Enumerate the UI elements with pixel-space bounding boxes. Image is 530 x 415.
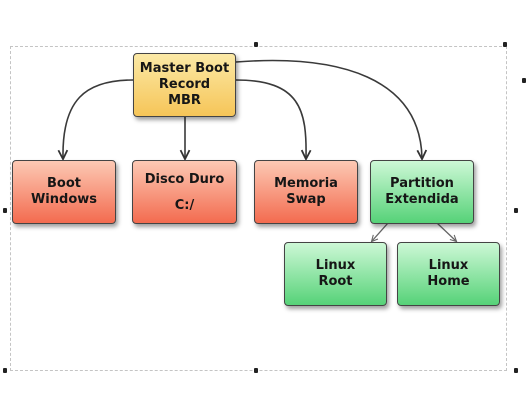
node-disco-duro[interactable]: Disco Duro C:/ — [132, 160, 237, 224]
node-master-boot-record-label: Master Boot Record MBR — [139, 61, 230, 108]
edge-partition-to-linux-home — [436, 222, 456, 241]
resize-handle-right-upper[interactable] — [522, 78, 526, 83]
node-linux-home-label: Linux Home — [427, 258, 470, 289]
edge-root-to-partition-extendida — [235, 59, 422, 158]
node-partition-extendida[interactable]: Partition Extendida — [370, 160, 474, 224]
node-boot-windows-label: Boot Windows — [30, 176, 98, 207]
node-boot-windows[interactable]: Boot Windows — [12, 160, 116, 224]
node-linux-root-label: Linux Root — [315, 258, 356, 289]
node-linux-home[interactable]: Linux Home — [397, 242, 500, 306]
selection-frame — [10, 46, 507, 371]
node-disco-duro-label: Disco Duro C:/ — [144, 171, 225, 213]
node-memoria-swap-label: Memoria Swap — [274, 176, 338, 207]
resize-handle-left[interactable] — [3, 208, 7, 213]
node-memoria-swap[interactable]: Memoria Swap — [254, 160, 358, 224]
node-partition-extendida-label: Partition Extendida — [385, 176, 459, 207]
resize-handle-bottom-right[interactable] — [514, 368, 518, 373]
edge-root-to-memoria-swap — [235, 79, 306, 158]
resize-handle-top-right[interactable] — [503, 42, 507, 47]
resize-handle-bottom-left[interactable] — [3, 368, 7, 373]
edge-partition-to-linux-root — [372, 222, 389, 241]
resize-handle-top[interactable] — [254, 42, 258, 47]
resize-handle-right[interactable] — [514, 208, 518, 213]
node-master-boot-record[interactable]: Master Boot Record MBR — [133, 53, 236, 117]
resize-handle-bottom[interactable] — [254, 368, 258, 373]
edge-root-to-boot-windows — [63, 79, 134, 158]
node-linux-root[interactable]: Linux Root — [284, 242, 387, 306]
